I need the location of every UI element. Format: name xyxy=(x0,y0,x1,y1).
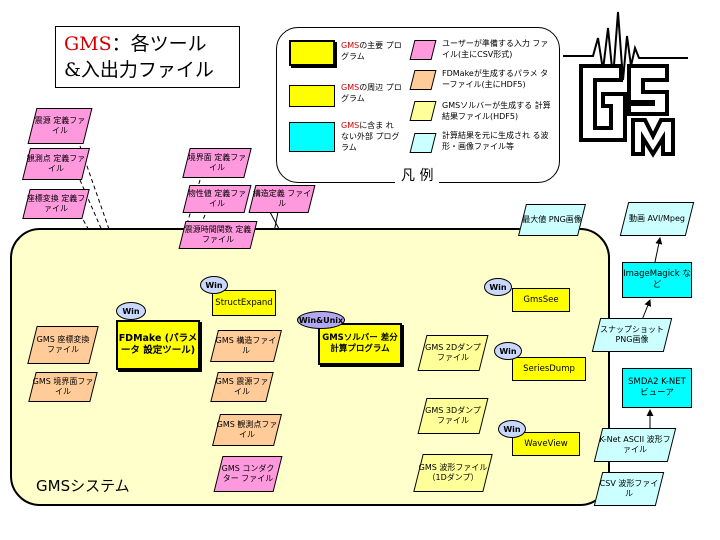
legend-fdmake-params-swatch xyxy=(409,70,437,90)
gms-system-label: GMSシステム xyxy=(36,477,130,495)
param-source-file: GMS 震源ファイル xyxy=(210,372,274,402)
program-fdmake[interactable]: FDMake (パラメータ 設定ツール) xyxy=(116,320,200,370)
title-line-2: &入出力ファイル xyxy=(64,59,214,81)
badge-win-gmssee: Win xyxy=(484,278,512,296)
legend-solver-results-text: GMSソルバーが生成する 計算結果ファイル(HDF5) xyxy=(442,101,551,121)
input-observation-definition: 観測点 定義ファイル xyxy=(22,148,90,180)
gms-system-area xyxy=(10,228,610,506)
legend-peripheral-text: GMSの周辺 プログラム xyxy=(341,83,402,103)
legend-fdmake-params-text: FDMakeが生成するパラメ ターファイル(主にHDF5) xyxy=(442,69,549,89)
program-solver[interactable]: GMSソルバー 差分計算プログラム xyxy=(318,323,402,365)
input-source-time-definition: 震源時間関数 定義ファイル xyxy=(178,221,258,249)
program-waveview[interactable]: WaveView xyxy=(512,432,580,456)
legend-solver-results-swatch xyxy=(409,101,437,121)
input-properties-definition: 物性値 定義ファイル xyxy=(182,185,252,213)
input-source-definition: 震源 定義ファイル xyxy=(27,108,93,144)
badge-win-unix: Win&Unix xyxy=(297,311,345,329)
legend-derived-text: 計算結果を元に生成され る波形・画像ファイル等 xyxy=(442,131,549,151)
input-boundary-definition: 境界面 定義ファイル xyxy=(182,148,252,178)
result-1d-wave: GMS 波形ファイル （1Dダンプ） xyxy=(413,454,493,492)
program-seriesdump[interactable]: SeriesDump xyxy=(512,357,586,381)
legend-heading: 凡 例 xyxy=(395,165,440,185)
output-snapshot-png: スナップショット PNG画像 xyxy=(591,318,673,352)
program-structexpand[interactable]: StructExpand xyxy=(212,290,276,316)
badge-win-seriesdump: Win xyxy=(494,342,522,360)
legend-external-swatch xyxy=(289,122,335,152)
badge-win-fdmake: Win xyxy=(116,302,146,320)
legend-main-text: GMSの主要 プログラム xyxy=(341,41,402,61)
gsm-logo xyxy=(563,11,688,158)
input-coord-definition: 座標変換 定義ファイル xyxy=(22,189,90,219)
title-line-1: GMS：各ツール xyxy=(64,31,231,57)
legend-derived-swatch xyxy=(409,133,437,153)
param-boundary-file: GMS 境界面ファイル xyxy=(28,372,98,402)
result-3d-dump: GMS 3Dダンプ ファイル xyxy=(417,398,489,434)
legend-peripheral-swatch xyxy=(289,85,335,107)
legend-main-swatch xyxy=(289,40,335,66)
result-2d-dump: GMS 2Dダンプ ファイル xyxy=(417,335,489,371)
param-structure-file: GMS 構造ファイル xyxy=(210,330,282,362)
legend-user-input-text: ユーザーが準備する入力 ファイル(主にCSV形式) xyxy=(442,39,549,59)
legend-user-input-swatch xyxy=(409,40,437,60)
output-knet-ascii: K-Net ASCII 波形ファイル xyxy=(593,428,677,462)
param-conductor-file: GMS コンダクター ファイル xyxy=(213,456,283,492)
title-gms: GMS xyxy=(64,33,112,55)
program-imagemagick[interactable]: ImageMagick など xyxy=(622,262,692,298)
input-structure-definition: 構造定義 ファイル xyxy=(248,185,316,213)
output-movie: 動画 AVI/Mpeg xyxy=(619,202,695,236)
legend-external-text: GMSに含ま れない外部 プログラム xyxy=(341,121,400,152)
output-max-png: 最大値 PNG画像 xyxy=(518,204,586,236)
param-observation-file: GMS 観測点ファイル xyxy=(212,414,282,446)
output-csv: CSV 波形ファイル xyxy=(593,472,665,506)
title-tools: ：各ツール xyxy=(111,33,207,55)
title-box: GMS：各ツール &入出力ファイル xyxy=(55,26,240,88)
param-coord-file: GMS 座標変換 ファイル xyxy=(27,326,99,364)
program-gmssee[interactable]: GmsSee xyxy=(512,288,570,312)
badge-win-waveview: Win xyxy=(498,420,526,438)
badge-win-structexpand: Win xyxy=(200,276,228,294)
program-smda2[interactable]: SMDA2 K-NET ビューア xyxy=(622,368,692,408)
